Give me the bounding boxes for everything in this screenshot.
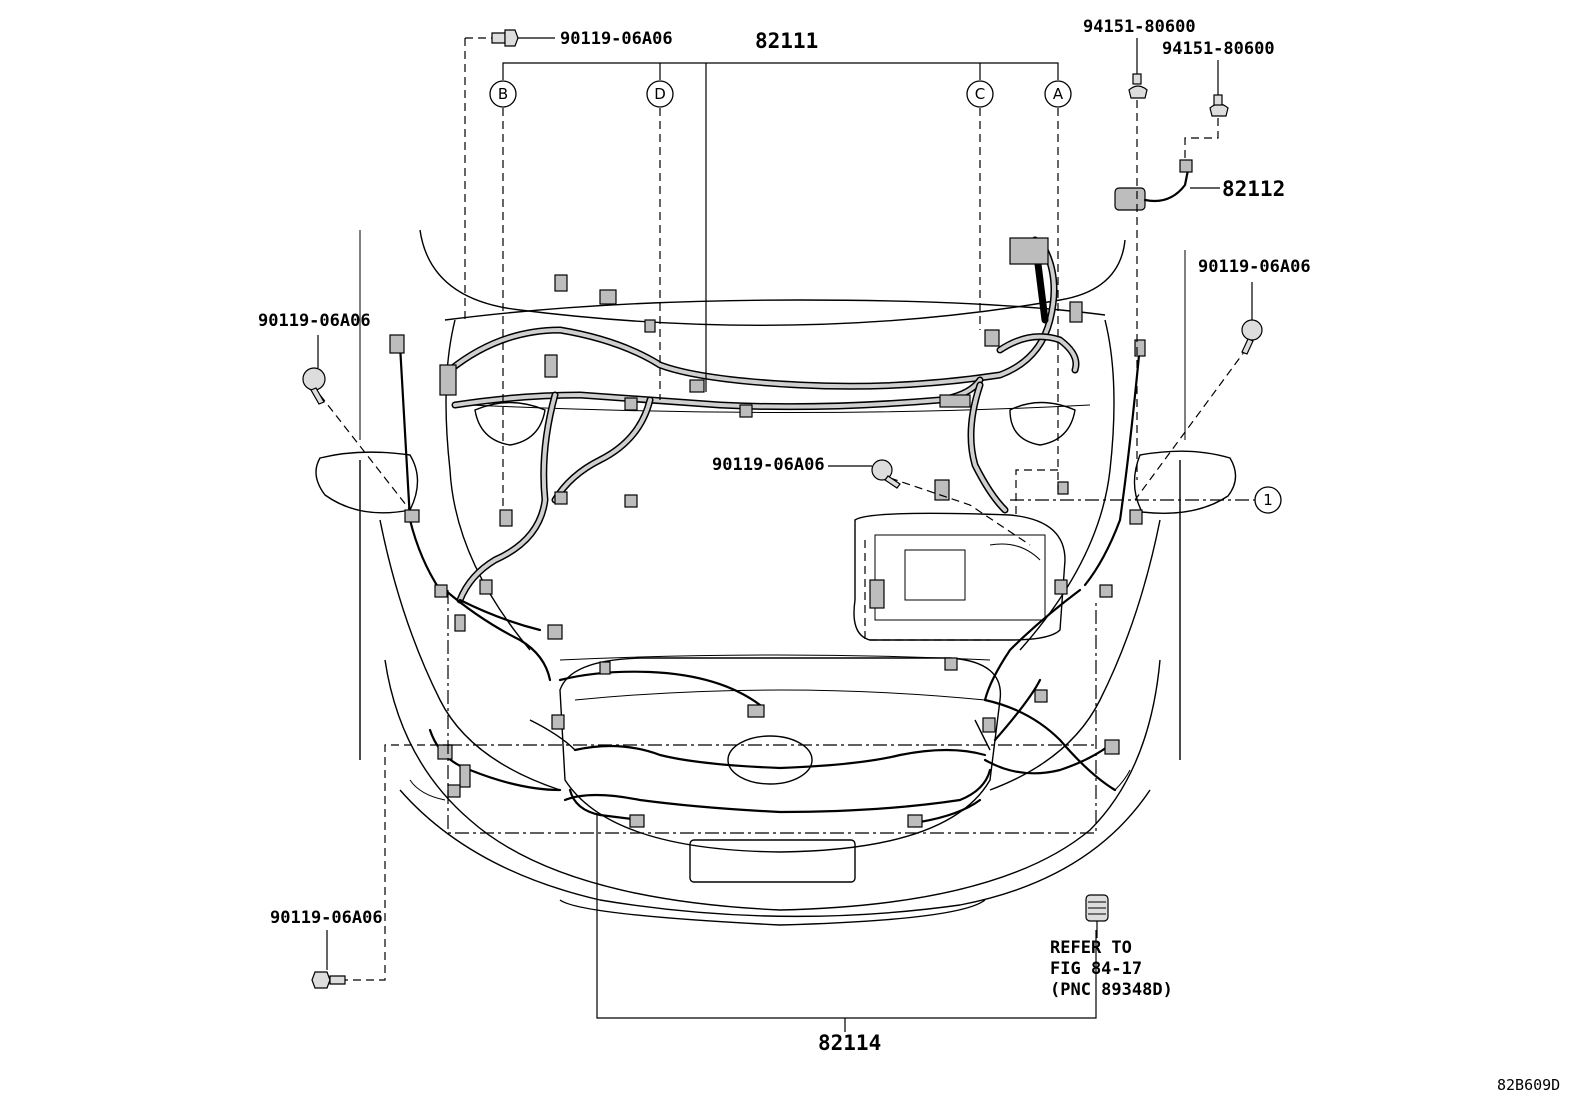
clip-2-icon <box>1209 94 1229 117</box>
callout-lines <box>319 37 1255 1032</box>
battery-fuse-box <box>853 512 1066 641</box>
label-82112: 82112 <box>1222 177 1285 201</box>
clip-1-icon <box>1128 73 1148 99</box>
label-refer-line2: FIG 84-17 <box>1050 959 1142 979</box>
callout-b: B <box>489 80 517 108</box>
sub-harness-82112 <box>1114 159 1193 211</box>
svg-text:D: D <box>654 85 666 103</box>
svg-text:1: 1 <box>1263 491 1273 509</box>
engine-room-harness <box>389 236 1146 702</box>
part-labels: 82111 90119-06A06 94151-80600 94151-8060… <box>258 17 1560 1094</box>
bolt-bottom-icon <box>311 971 346 989</box>
bolt-left-icon <box>302 367 326 405</box>
label-bolt-center: 90119-06A06 <box>712 455 825 475</box>
svg-text:A: A <box>1053 85 1064 103</box>
label-82114: 82114 <box>818 1031 881 1055</box>
callout-d: D <box>646 80 674 108</box>
label-refer-line3: (PNC 89348D) <box>1050 980 1173 1000</box>
drawing-code: 82B609D <box>1497 1076 1560 1094</box>
label-bolt-left: 90119-06A06 <box>258 311 371 331</box>
svg-text:C: C <box>975 85 985 103</box>
bolt-center-icon <box>871 459 901 489</box>
grommet-icon <box>1085 894 1109 922</box>
fasteners <box>302 29 1263 989</box>
label-bolt-bottom: 90119-06A06 <box>270 908 383 928</box>
label-bolt-top: 90119-06A06 <box>560 29 673 49</box>
bolt-right-icon <box>1241 319 1263 355</box>
callout-a: A <box>1044 80 1072 108</box>
label-clip-2: 94151-80600 <box>1162 39 1275 59</box>
label-clip-1: 94151-80600 <box>1083 17 1196 37</box>
callout-c: C <box>966 80 994 108</box>
label-bolt-right: 90119-06A06 <box>1198 257 1311 277</box>
bolt-top-icon <box>491 29 519 47</box>
label-82111: 82111 <box>755 29 818 53</box>
label-refer-line1: REFER TO <box>1050 938 1132 958</box>
callout-1: 1 <box>1254 486 1282 514</box>
callout-markers: B D C A 1 <box>489 80 1282 514</box>
vehicle-body <box>315 229 1237 926</box>
svg-text:B: B <box>498 85 508 103</box>
